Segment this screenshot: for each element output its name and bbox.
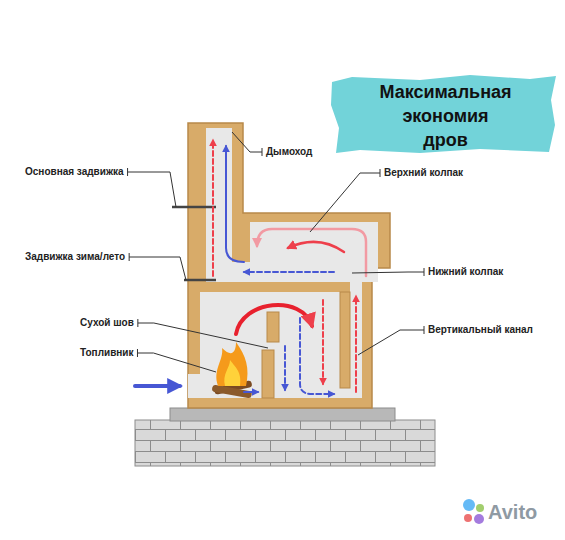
part-label: Вертикальный канал [428,324,533,336]
leader-line [128,172,176,207]
leader-line [137,353,216,372]
part-label: Топливник [80,347,133,359]
gas-flow-arrows [135,140,366,394]
gas-channels [188,128,378,398]
part-label: Верхний колпак [384,167,463,179]
season-damper [184,279,216,282]
brick-base [135,420,435,466]
leader-line [310,173,380,232]
watermark: Avito [488,500,537,524]
leader-tick [129,253,130,261]
leader-tick [380,169,381,177]
part-label: Задвижка зима/лето [25,251,125,263]
leader-line [358,330,424,355]
title-band [331,75,556,153]
leader-line [129,257,186,280]
base-slab [170,408,395,421]
inner-walls [262,292,350,398]
stove-body [188,123,390,408]
main-damper [172,206,216,209]
leader-tick [127,168,128,176]
fire [212,342,253,398]
leader-line [352,272,424,273]
leader-line [232,132,262,152]
watermark-logo [463,499,484,524]
part-label: Дымоход [266,146,312,158]
leader-tick [424,268,425,276]
leader-tick [262,148,263,156]
part-label: Нижний колпак [428,266,503,278]
title: Максимальная экономия дров [368,80,523,152]
leader-tick [424,326,425,334]
leader-tick [137,319,138,327]
leader-line [138,323,268,348]
leader-tick [137,349,138,357]
part-label: Основная задвижка [25,166,124,178]
part-label: Сухой шов [80,317,134,329]
